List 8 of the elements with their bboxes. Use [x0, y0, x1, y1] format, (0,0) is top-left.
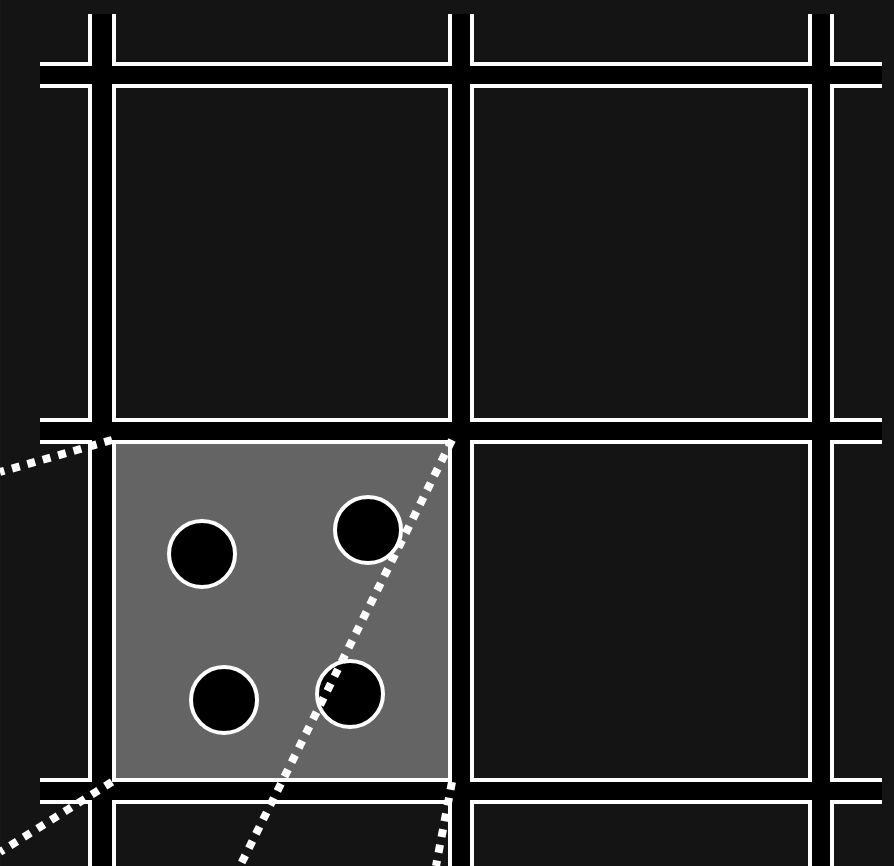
dot: [315, 659, 385, 729]
dot: [189, 665, 259, 735]
dotted-line: [236, 438, 456, 866]
dot: [167, 519, 237, 589]
grid-cell: [112, 84, 452, 422]
grid-cell: [470, 84, 812, 422]
grid-cell: [470, 440, 812, 782]
dot: [333, 495, 403, 565]
